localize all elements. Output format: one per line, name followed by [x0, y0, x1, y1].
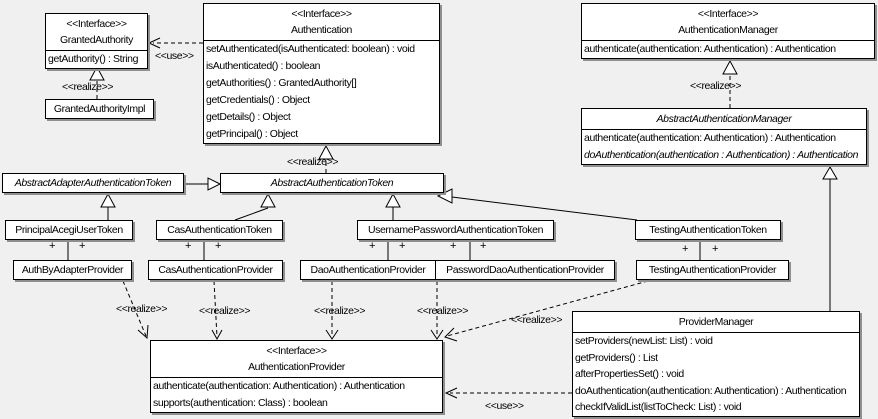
realize-label: <<realize>>	[690, 80, 742, 92]
assoc-end-plus: +	[399, 240, 406, 252]
assoc-end-plus: +	[185, 240, 192, 252]
assoc-end-plus: +	[215, 240, 222, 252]
edge-realize-casprovider-authenticationprovider	[211, 280, 223, 341]
method: getAuthority() : String	[48, 53, 139, 65]
realize-label: <<realize>>	[199, 305, 251, 317]
method: getAuthorities() : GrantedAuthority[]	[206, 77, 357, 89]
class-password-dao-authentication-provider: PasswordDaoAuthenticationProvider	[435, 260, 615, 280]
class-dao-authentication-provider: DaoAuthenticationProvider	[300, 260, 436, 280]
realize-label: <<realize>>	[287, 156, 339, 168]
stereotype: <<Interface>>	[66, 18, 127, 30]
class-name: GrantedAuthority	[60, 34, 133, 46]
class-name: AbstractAdapterAuthenticationToken	[14, 177, 172, 189]
method: authenticate(authentication: Authenticat…	[584, 132, 836, 144]
use-label: <<use>>	[155, 50, 194, 62]
class-name: AuthByAdapterProvider	[21, 264, 124, 276]
edge-gen-abstractadapter-abstracttoken	[178, 177, 222, 191]
method: doAuthentication(authentication : Authen…	[584, 149, 859, 161]
class-name: TestingAuthenticationProvider	[648, 264, 777, 276]
stereotype: <<Interface>>	[697, 8, 759, 20]
class-name: UsernamePasswordAuthenticationToken	[367, 224, 544, 236]
class-abstract-authentication-token: AbstractAuthenticationToken	[220, 173, 444, 193]
method: doAuthentication(authentication: Authent…	[575, 384, 847, 397]
method: afterPropertiesSet() : void	[575, 368, 684, 380]
class-testing-authentication-token: TestingAuthenticationToken	[635, 220, 781, 240]
class-testing-authentication-provider: TestingAuthenticationProvider	[636, 260, 789, 280]
edge-use-authentication-grantedauthority	[147, 37, 203, 49]
method: getProviders() : List	[575, 351, 658, 364]
class-authentication-provider: <<Interface>> AuthenticationProvider aut…	[150, 340, 443, 413]
assoc-end-plus: +	[682, 243, 689, 255]
realize-label: <<realize>>	[314, 305, 366, 317]
method: checkIfValidList(listToCheck: List) : vo…	[575, 401, 742, 413]
class-name: TestingAuthenticationToken	[649, 224, 767, 236]
assoc-end-plus: +	[49, 240, 56, 252]
class-auth-by-adapter-provider: AuthByAdapterProvider	[13, 260, 132, 280]
class-granted-authority-impl: GrantedAuthorityImpl	[45, 99, 154, 119]
class-name: AbstractAuthenticationToken	[270, 177, 394, 189]
method: getPrincipal() : Object	[206, 128, 298, 140]
assoc-end-plus: +	[369, 240, 376, 252]
method: getDetails() : Object	[206, 111, 291, 123]
stereotype: <<Interface>>	[291, 8, 352, 20]
class-name: PasswordDaoAuthenticationProvider	[446, 264, 604, 276]
edge-realize-testingprovider-authenticationprovider	[444, 280, 649, 342]
method: getCredentials() : Object	[206, 94, 310, 106]
assoc-end-plus: +	[480, 240, 487, 252]
class-name: DaoAuthenticationProvider	[310, 264, 426, 276]
edge-realize-daoprovider-authenticationprovider	[325, 281, 339, 340]
class-name: Authentication	[291, 24, 352, 36]
realize-label: <<realize>>	[417, 305, 469, 317]
class-abstract-authentication-manager: AbstractAuthenticationManager authentica…	[581, 108, 867, 165]
class-abstract-adapter-authentication-token: AbstractAdapterAuthenticationToken	[2, 173, 184, 193]
edge-gen-casauthenticationtoken-abstracttoken	[234, 192, 276, 221]
edge-gen-usernamepasswordtoken-abstracttoken	[385, 192, 401, 220]
class-name: ProviderManager	[678, 316, 754, 328]
method: supports(authentication: Class) : boolea…	[153, 397, 328, 409]
class-name: GrantedAuthorityImpl	[53, 103, 146, 115]
edge-use-providermanager-authenticationprovider	[444, 387, 572, 399]
method: setAuthenticated(isAuthenticated: boolea…	[206, 43, 415, 55]
class-name: AuthenticationProvider	[248, 361, 345, 373]
stereotype: <<Interface>>	[266, 345, 327, 357]
class-provider-manager: ProviderManager setProviders(newList: Li…	[572, 311, 860, 417]
class-cas-authentication-provider: CasAuthenticationProvider	[148, 260, 283, 280]
edge-realize-grantedauthorityimpl-grantedauthority	[89, 65, 105, 99]
class-principal-acegi-user-token: PrincipalAcegiUserToken	[5, 220, 133, 240]
method: authenticate(authentication: Authenticat…	[153, 380, 405, 392]
method: setProviders(newList: List) : void	[575, 335, 713, 347]
edge-realize-passworddaoprovider-authenticationprovider	[430, 281, 444, 340]
class-name: CasAuthenticationToken	[167, 224, 272, 236]
class-authentication-manager: <<Interface>> AuthenticationManager auth…	[581, 3, 875, 59]
class-cas-authentication-token: CasAuthenticationToken	[156, 220, 283, 240]
assoc-end-plus: +	[712, 243, 719, 255]
class-name: CasAuthenticationProvider	[158, 264, 273, 276]
method: authenticate(authentication: Authenticat…	[584, 43, 836, 55]
assoc-end-plus: +	[79, 240, 86, 252]
realize-label: <<realize>>	[511, 314, 563, 326]
assoc-end-plus: +	[450, 240, 457, 252]
class-name: PrincipalAcegiUserToken	[15, 224, 123, 236]
edge-realize-abstractauthenticationtoken-authentication	[318, 144, 334, 173]
realize-label: <<realize>>	[62, 81, 114, 93]
edge-gen-testingtoken-abstracttoken	[436, 188, 638, 221]
class-authentication: <<Interface>> Authentication setAuthenti…	[203, 3, 440, 144]
class-name: AbstractAuthenticationManager	[656, 113, 792, 125]
class-username-password-authentication-token: UsernamePasswordAuthenticationToken	[357, 220, 554, 240]
class-granted-authority: <<Interface>> GrantedAuthority getAuthor…	[45, 13, 148, 69]
class-name: AuthenticationManager	[678, 24, 778, 36]
edge-realize-authbyadapterprovider-authenticationprovider	[122, 280, 149, 340]
edge-realize-abstractauthenticationmanager-authenticationmanager	[722, 59, 738, 108]
method: isAuthenticated() : boolean	[206, 60, 321, 72]
use-label: <<use>>	[485, 400, 524, 412]
edge-gen-principalacegiusertoken-abstractadapter	[100, 192, 116, 220]
realize-label: <<realize>>	[116, 303, 168, 315]
edge-gen-providermanager-abstractauthenticationmanager	[822, 166, 838, 311]
